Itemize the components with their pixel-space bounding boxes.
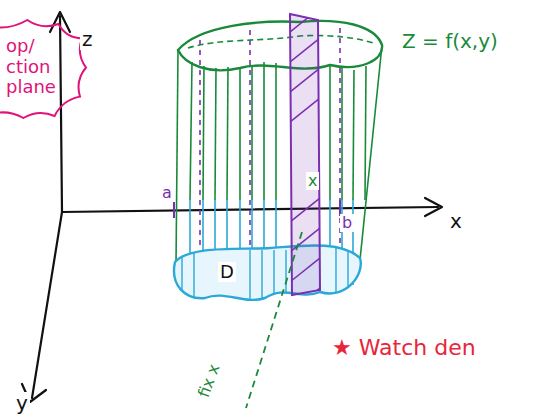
cross-section-slice <box>290 14 320 295</box>
surface-back-edge <box>188 35 376 48</box>
note-text: fix x <box>194 360 224 402</box>
region-hatch <box>182 240 348 300</box>
bound-label: b <box>340 214 354 232</box>
cloud-text: op/ ction plane <box>0 22 78 112</box>
surface-label: Z = f(x,y) <box>400 30 500 52</box>
note-cloud: op/ ction plane <box>0 22 78 113</box>
region-d <box>174 245 361 299</box>
slice-hatch <box>280 0 330 320</box>
top-surface <box>178 21 382 70</box>
bound-label: a <box>160 184 174 202</box>
axis-label: z <box>80 28 95 50</box>
axis-label: x <box>448 210 464 232</box>
note-text: ★ Watch den <box>330 336 478 360</box>
fix-x-guide <box>246 232 302 408</box>
slice-label: x <box>306 172 319 190</box>
axis-label: y <box>14 392 30 414</box>
region-label: D <box>218 262 236 282</box>
